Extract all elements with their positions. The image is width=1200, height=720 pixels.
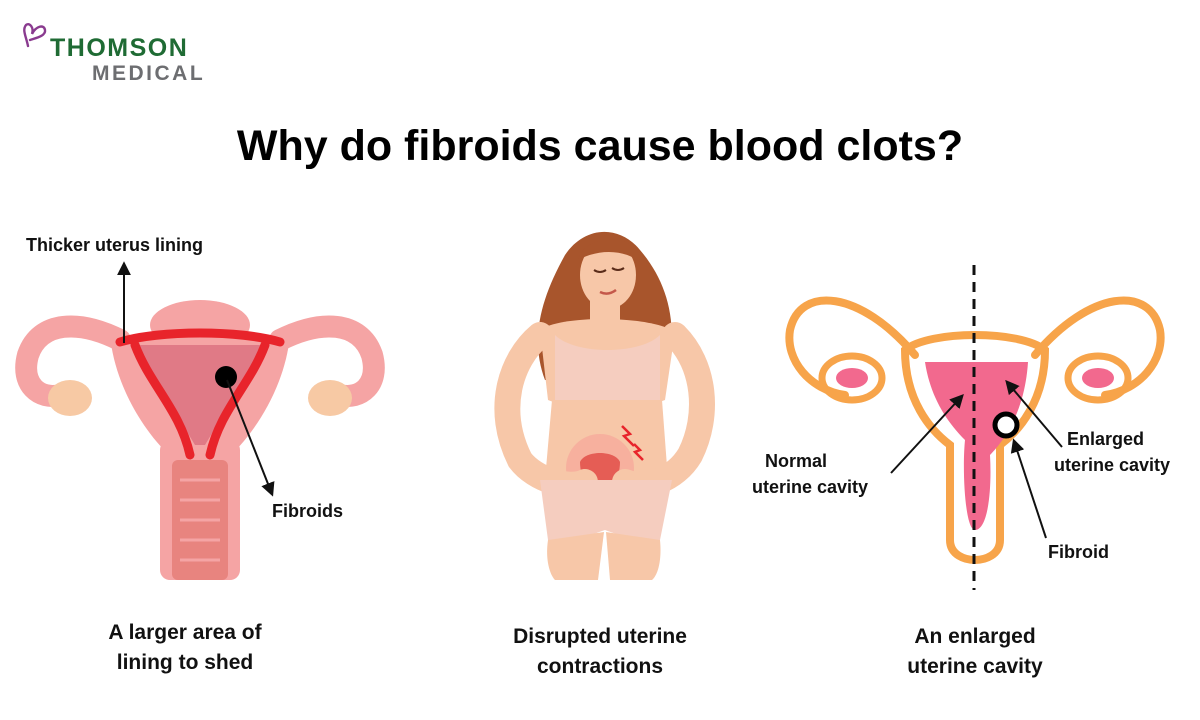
fibroids-arrow bbox=[226, 379, 275, 497]
label-normal-cavity: Normal uterine cavity bbox=[752, 448, 868, 500]
uterus-illustration-lining bbox=[15, 261, 385, 580]
fibroid-dot bbox=[215, 366, 237, 388]
caption-panel-2: Disrupted uterine contractions bbox=[455, 622, 745, 682]
caption-panel-2-line1: Disrupted uterine bbox=[513, 625, 687, 648]
woman-cramping-illustration bbox=[494, 231, 715, 580]
caption-panel-3: An enlarged uterine cavity bbox=[830, 622, 1120, 682]
caption-panel-1-line1: A larger area of bbox=[108, 621, 262, 644]
label-enlarged-line2: uterine cavity bbox=[1054, 455, 1171, 475]
label-enlarged-line1: Enlarged bbox=[1067, 429, 1145, 449]
brand-subname: MEDICAL bbox=[92, 62, 206, 85]
brand-logo: THOMSON MEDICAL bbox=[18, 22, 228, 85]
label-fibroid: Fibroid bbox=[1048, 542, 1109, 562]
page-title: Why do fibroids cause blood clots? bbox=[236, 122, 964, 170]
label-normal-line1: Normal bbox=[765, 451, 828, 471]
caption-panel-3-line2: uterine cavity bbox=[907, 655, 1043, 678]
caption-panel-3-line1: An enlarged bbox=[914, 625, 1036, 648]
caption-panel-1: A larger area of lining to shed bbox=[40, 618, 330, 678]
brand-name: THOMSON bbox=[50, 34, 189, 62]
caption-panel-2-line2: contractions bbox=[536, 655, 664, 678]
fibroid-ring bbox=[992, 411, 1020, 439]
label-enlarged-cavity: Enlarged uterine cavity bbox=[1054, 426, 1170, 478]
normal-cavity-arrow bbox=[890, 393, 964, 474]
label-normal-line2: uterine cavity bbox=[752, 477, 869, 497]
label-fibroids: Fibroids bbox=[272, 501, 343, 521]
label-thicker-lining: Thicker uterus lining bbox=[26, 235, 204, 255]
enlarged-cavity-arrow bbox=[1005, 379, 1063, 448]
caption-panel-1-line2: lining to shed bbox=[116, 651, 254, 674]
fibroid-arrow bbox=[1010, 438, 1047, 539]
uterus-illustration-cavity bbox=[785, 265, 1165, 590]
butterfly-icon bbox=[23, 23, 47, 48]
